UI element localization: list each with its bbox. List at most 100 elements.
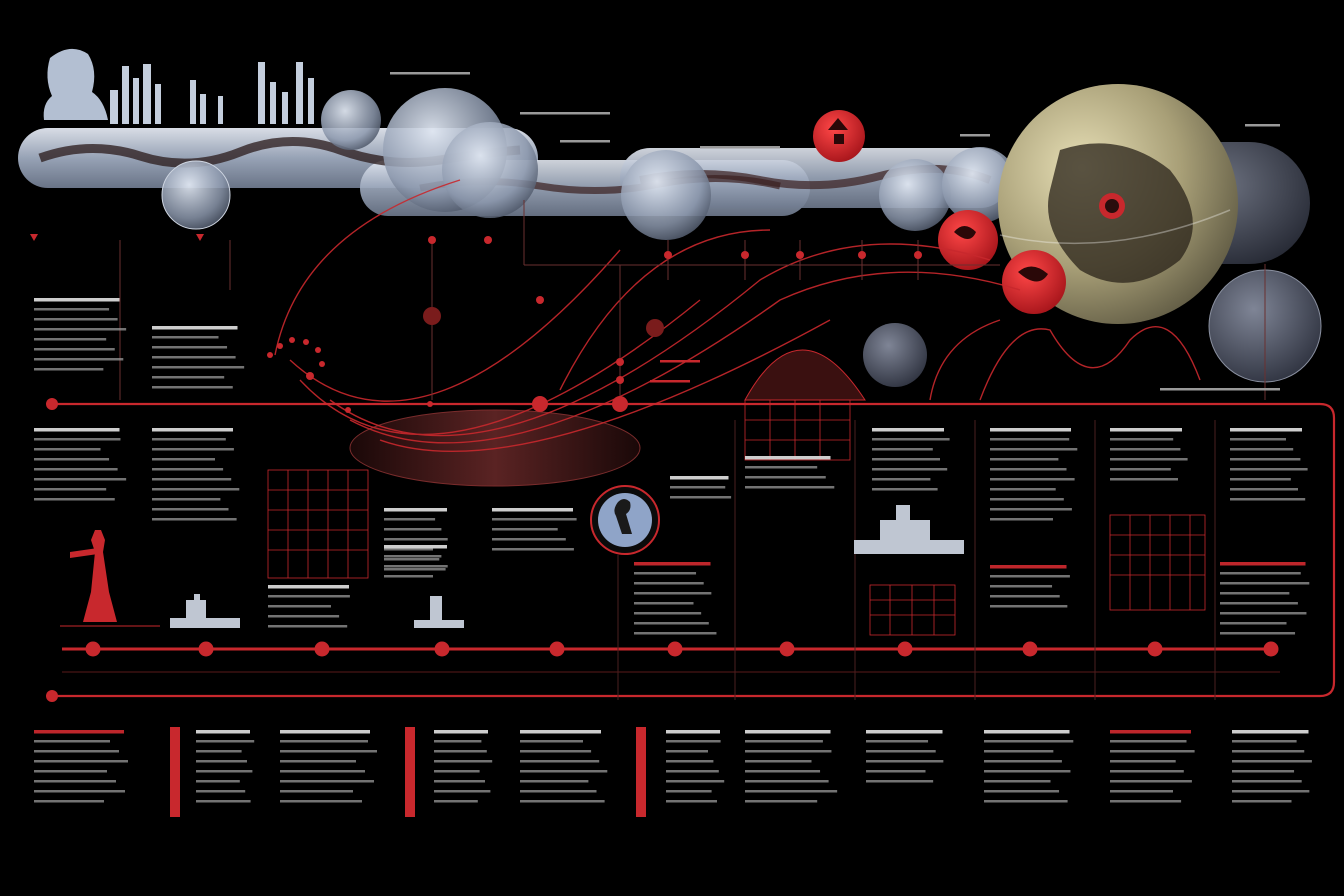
text-heading-line bbox=[990, 565, 1067, 569]
timeline-upper bbox=[46, 396, 1336, 702]
text-line bbox=[280, 770, 365, 773]
text-line bbox=[280, 760, 356, 763]
text-line bbox=[34, 770, 107, 773]
text-block bbox=[984, 730, 1074, 803]
text-heading-line bbox=[670, 476, 729, 480]
text-line bbox=[1110, 800, 1182, 803]
text-heading-line bbox=[34, 428, 120, 432]
text-line bbox=[434, 780, 485, 783]
text-heading-line bbox=[990, 428, 1071, 432]
bottom-red-stripes bbox=[170, 727, 646, 817]
text-block bbox=[152, 326, 245, 389]
text-line bbox=[34, 468, 118, 471]
text-line bbox=[666, 780, 725, 783]
text-line bbox=[634, 602, 694, 605]
text-line bbox=[152, 366, 245, 369]
text-heading-line bbox=[152, 428, 233, 432]
text-line bbox=[384, 568, 446, 571]
text-block bbox=[384, 508, 448, 571]
text-line bbox=[152, 356, 236, 359]
text-heading-line bbox=[384, 545, 447, 549]
text-line bbox=[634, 592, 712, 595]
text-line bbox=[34, 328, 127, 331]
text-line bbox=[34, 458, 110, 461]
text-heading-line bbox=[384, 508, 447, 512]
text-line bbox=[1230, 468, 1308, 471]
text-block bbox=[990, 565, 1070, 608]
text-line bbox=[670, 486, 726, 489]
text-line bbox=[34, 478, 127, 481]
text-line bbox=[990, 518, 1053, 521]
text-line bbox=[745, 770, 821, 773]
text-line bbox=[745, 466, 818, 469]
text-line bbox=[1230, 458, 1301, 461]
text-line bbox=[1232, 790, 1310, 793]
text-line bbox=[384, 558, 440, 561]
text-block bbox=[866, 730, 944, 783]
text-line bbox=[990, 605, 1068, 608]
small-label bbox=[650, 380, 690, 383]
text-line bbox=[1232, 770, 1295, 773]
text-line bbox=[34, 308, 110, 311]
text-line bbox=[872, 478, 931, 481]
text-line bbox=[745, 760, 812, 763]
text-line bbox=[492, 538, 566, 541]
text-line bbox=[1110, 780, 1192, 783]
text-line bbox=[666, 770, 719, 773]
text-line bbox=[34, 348, 115, 351]
text-line bbox=[152, 438, 226, 441]
text-block bbox=[666, 730, 725, 803]
text-line bbox=[984, 770, 1071, 773]
text-line bbox=[984, 750, 1054, 753]
text-line bbox=[866, 770, 926, 773]
red-spheres bbox=[813, 110, 1066, 314]
text-line bbox=[990, 448, 1078, 451]
column-dividers bbox=[617, 420, 1216, 700]
text-line bbox=[1110, 458, 1188, 461]
text-heading-line bbox=[745, 456, 831, 460]
text-line bbox=[745, 476, 826, 479]
text-line bbox=[34, 448, 101, 451]
text-line bbox=[745, 790, 838, 793]
text-line bbox=[152, 448, 234, 451]
text-line bbox=[1220, 622, 1287, 625]
text-block bbox=[1230, 428, 1308, 501]
text-line bbox=[268, 625, 348, 628]
text-line bbox=[1110, 750, 1195, 753]
portrait-bust-icon bbox=[43, 48, 108, 120]
text-line bbox=[745, 486, 835, 489]
text-block bbox=[1232, 730, 1312, 803]
text-line bbox=[268, 595, 350, 598]
small-label bbox=[1245, 124, 1280, 127]
text-line bbox=[384, 538, 448, 541]
text-block bbox=[745, 456, 835, 489]
text-line bbox=[520, 740, 583, 743]
text-heading-line bbox=[1110, 428, 1182, 432]
text-block bbox=[34, 730, 128, 803]
text-line bbox=[434, 760, 493, 763]
text-line bbox=[666, 740, 721, 743]
text-line bbox=[268, 605, 331, 608]
text-line bbox=[1220, 602, 1298, 605]
text-line bbox=[196, 760, 247, 763]
timeline-middle bbox=[62, 641, 1280, 673]
text-line bbox=[34, 790, 125, 793]
text-line bbox=[384, 528, 442, 531]
text-blocks bbox=[34, 72, 1312, 803]
text-line bbox=[152, 488, 240, 491]
text-block bbox=[990, 428, 1078, 521]
text-block bbox=[492, 508, 577, 551]
text-line bbox=[1230, 438, 1286, 441]
text-line bbox=[984, 800, 1068, 803]
text-line bbox=[990, 585, 1053, 588]
text-line bbox=[990, 478, 1075, 481]
text-line bbox=[872, 468, 948, 471]
text-line bbox=[34, 800, 104, 803]
text-heading-line bbox=[268, 585, 349, 589]
text-line bbox=[520, 760, 600, 763]
text-line bbox=[152, 346, 228, 349]
text-line bbox=[1110, 760, 1176, 763]
text-line bbox=[34, 740, 110, 743]
text-line bbox=[1220, 632, 1296, 635]
